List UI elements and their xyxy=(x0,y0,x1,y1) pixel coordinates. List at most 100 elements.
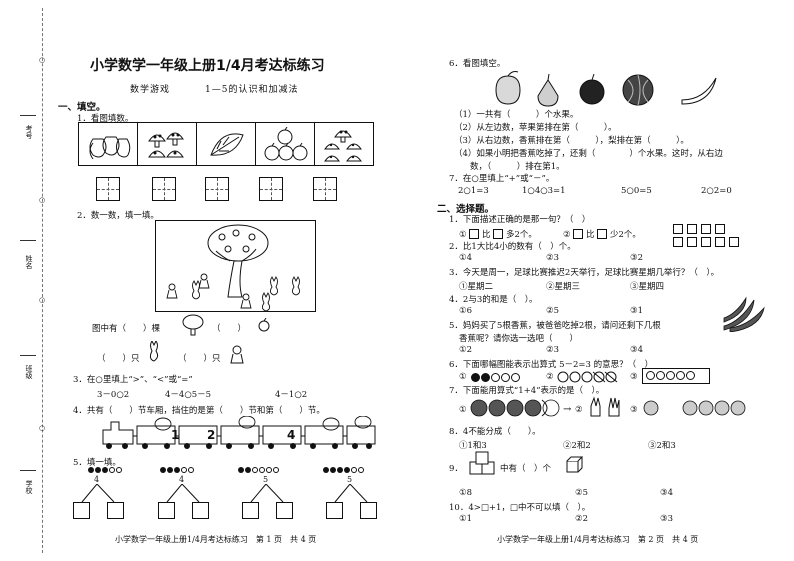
s2-q6-figure-2 xyxy=(557,371,618,383)
s2-q10-option-1[interactable]: ①1 xyxy=(459,514,473,524)
q1-answer-box[interactable] xyxy=(205,177,229,201)
q2-line1-a: 图中有（ ）棵 xyxy=(92,324,161,334)
s2-q2-option-1[interactable]: ①4 xyxy=(459,253,473,263)
q1-answer-box[interactable] xyxy=(313,177,337,201)
q5-answer-box[interactable] xyxy=(73,502,90,519)
q5-dots-2 xyxy=(160,466,195,476)
monkey-icon xyxy=(168,283,176,291)
s2-q9-option-1[interactable]: ①8 xyxy=(459,488,473,498)
footer-right: 小学数学一年级上册1/4月考达标练习 第 2 页 共 4 页 xyxy=(497,535,699,544)
rabbit-icon xyxy=(191,280,201,300)
s2-q1-text: 1．下面描述正确的是那一句？（ ） xyxy=(449,215,591,225)
q5-answer-box[interactable] xyxy=(192,502,209,519)
s2-q1-option-1[interactable]: ① 比 多2个。 xyxy=(459,229,537,240)
s2-q3-option-1[interactable]: ①星期二 xyxy=(459,282,494,292)
s2-q8-option-3[interactable]: ③2和3 xyxy=(648,441,676,451)
peach-icon xyxy=(495,75,521,105)
section1-heading: 一、填空。 xyxy=(58,102,106,113)
s2-q5-text: 5．妈妈买了5根香蕉，被爸爸吃掉2根，请问还剩下几根 xyxy=(449,321,661,331)
fruit-row xyxy=(495,71,717,107)
s2-q2-option-3[interactable]: ③2 xyxy=(630,253,644,263)
q5-tree-top: 4 xyxy=(179,475,185,484)
q2-line2-b: （ ）只 xyxy=(178,354,221,364)
s2-q8-option-1[interactable]: ①1和3 xyxy=(459,441,487,451)
s2-q5-option-1[interactable]: ①2 xyxy=(459,345,473,355)
q5-answer-box[interactable] xyxy=(242,502,259,519)
s2-q5-option-2[interactable]: ②3 xyxy=(546,345,560,355)
q4-text: 4．共有（ ）节车厢，挡住的是第（ ）节和第（ ）节。 xyxy=(73,406,325,416)
q2-line1-b: （ ） xyxy=(212,324,247,334)
s2-q4-option-3[interactable]: ③1 xyxy=(630,306,644,316)
s2-q6-option-1[interactable]: ① xyxy=(459,372,467,382)
q1-answer-box[interactable] xyxy=(259,177,283,201)
s2-q10-option-3[interactable]: ③3 xyxy=(660,514,674,524)
apple-icon xyxy=(579,79,605,105)
s2-q3-option-3[interactable]: ③星期四 xyxy=(630,282,665,292)
s2-q4-option-2[interactable]: ②5 xyxy=(546,306,560,316)
q5-answer-box[interactable] xyxy=(107,502,124,519)
s2-q6-option-3[interactable]: ③ xyxy=(630,372,638,382)
q7-item-4[interactable]: 2○2=0 xyxy=(701,186,732,196)
s2-q6-option-2[interactable]: ② xyxy=(546,372,554,382)
train-icon xyxy=(102,416,376,449)
s2-q6-figure-3 xyxy=(642,368,710,384)
peach-icon xyxy=(643,400,659,416)
q5-answer-box[interactable] xyxy=(360,502,377,519)
q5-answer-box[interactable] xyxy=(326,502,343,519)
pear-icon xyxy=(537,79,559,107)
rabbit-icon xyxy=(149,341,159,362)
s2-q7-option-1[interactable]: ① xyxy=(459,405,467,415)
q7-item-1[interactable]: 2○1=3 xyxy=(458,186,489,196)
q6-line-4: （4）如果小明把香蕉吃掉了，还剩（ ）个水果。这时，从右边 xyxy=(454,149,723,159)
s2-q4-text: 4．2与3的和是（ ）。 xyxy=(449,295,538,305)
watermelon-icon xyxy=(470,399,488,417)
pear-icon xyxy=(89,136,131,160)
cube-icon xyxy=(493,229,504,239)
s2-q1-option-2[interactable]: ② 比 少2个。 xyxy=(563,229,641,240)
s2-q6-figure-1 xyxy=(471,373,521,385)
s2-q10-text: 10．4>□+1，□中不可以填（ ）。 xyxy=(449,503,591,513)
q1-text: 1．看图填数。 xyxy=(77,114,134,124)
q5-answer-box[interactable] xyxy=(276,502,293,519)
q5-dots-3 xyxy=(238,466,280,476)
q3-item-1[interactable]: 3－0○2 xyxy=(97,390,130,400)
q5-branch-lines xyxy=(81,484,368,503)
train-car-number: 4 xyxy=(287,428,296,442)
margin-mark: ○ xyxy=(39,296,46,304)
s2-q7-option-3[interactable]: ③ xyxy=(630,405,638,415)
s2-q5-option-3[interactable]: ③4 xyxy=(630,345,644,355)
q7-item-2[interactable]: 1○4○3=1 xyxy=(522,186,566,196)
q3-item-3[interactable]: 4－1○2 xyxy=(275,390,308,400)
margin-mark: ○ xyxy=(39,196,46,204)
s2-q9-option-3[interactable]: ③4 xyxy=(660,488,674,498)
s2-q10-option-2[interactable]: ②2 xyxy=(575,514,589,524)
s2-q2-text: 2．比1大比4小的数有（ ）个。 xyxy=(449,242,576,252)
q1-answer-box[interactable] xyxy=(152,177,176,201)
s2-q7-text: 7．下面能用算式“1+4”表示的是（ ）。 xyxy=(449,386,605,396)
apple-icon xyxy=(258,318,270,332)
q5-dots-4 xyxy=(323,466,365,476)
q7-item-3[interactable]: 5○0=5 xyxy=(621,186,652,196)
watermelon-icon xyxy=(622,74,654,106)
s2-q8-option-2[interactable]: ②2和2 xyxy=(563,441,591,451)
q5-tree-top: 4 xyxy=(94,475,100,484)
s2-q7-figure-3 xyxy=(643,400,746,416)
cube-icon xyxy=(573,229,584,239)
s2-q7-arrow: → xyxy=(563,404,572,415)
q1-answer-box[interactable] xyxy=(96,177,120,201)
mushroom-icon xyxy=(324,130,362,162)
s2-q3-text: 3．今天是周一，足球比赛推迟2天举行，足球比赛星期几举行？（ ）。 xyxy=(449,268,720,278)
s2-q7-option-2[interactable]: ② xyxy=(575,405,583,415)
subtitle-left: 数学游戏 xyxy=(130,85,171,95)
s2-q2-option-2[interactable]: ②3 xyxy=(546,253,560,263)
q5-answer-box[interactable] xyxy=(158,502,175,519)
q7-text: 7．在○里填上“+”或“－”。 xyxy=(449,174,555,184)
footer-left: 小学数学一年级上册1/4月考达标练习 第 1 页 共 4 页 xyxy=(115,535,317,544)
s2-q9-text-2: 中有（ ）个 xyxy=(500,464,552,474)
s2-q3-option-2[interactable]: ②星期三 xyxy=(546,282,581,292)
s2-q9-option-2[interactable]: ②5 xyxy=(575,488,589,498)
q6-line-5: 数，（ ）排在第1。 xyxy=(470,162,565,172)
q3-item-2[interactable]: 4－4○5－5 xyxy=(165,390,212,400)
q6-line-3: （3）从右边数，香蕉排在第（ ），梨排在第（ ）。 xyxy=(454,136,689,146)
s2-q4-option-1[interactable]: ①6 xyxy=(459,306,473,316)
